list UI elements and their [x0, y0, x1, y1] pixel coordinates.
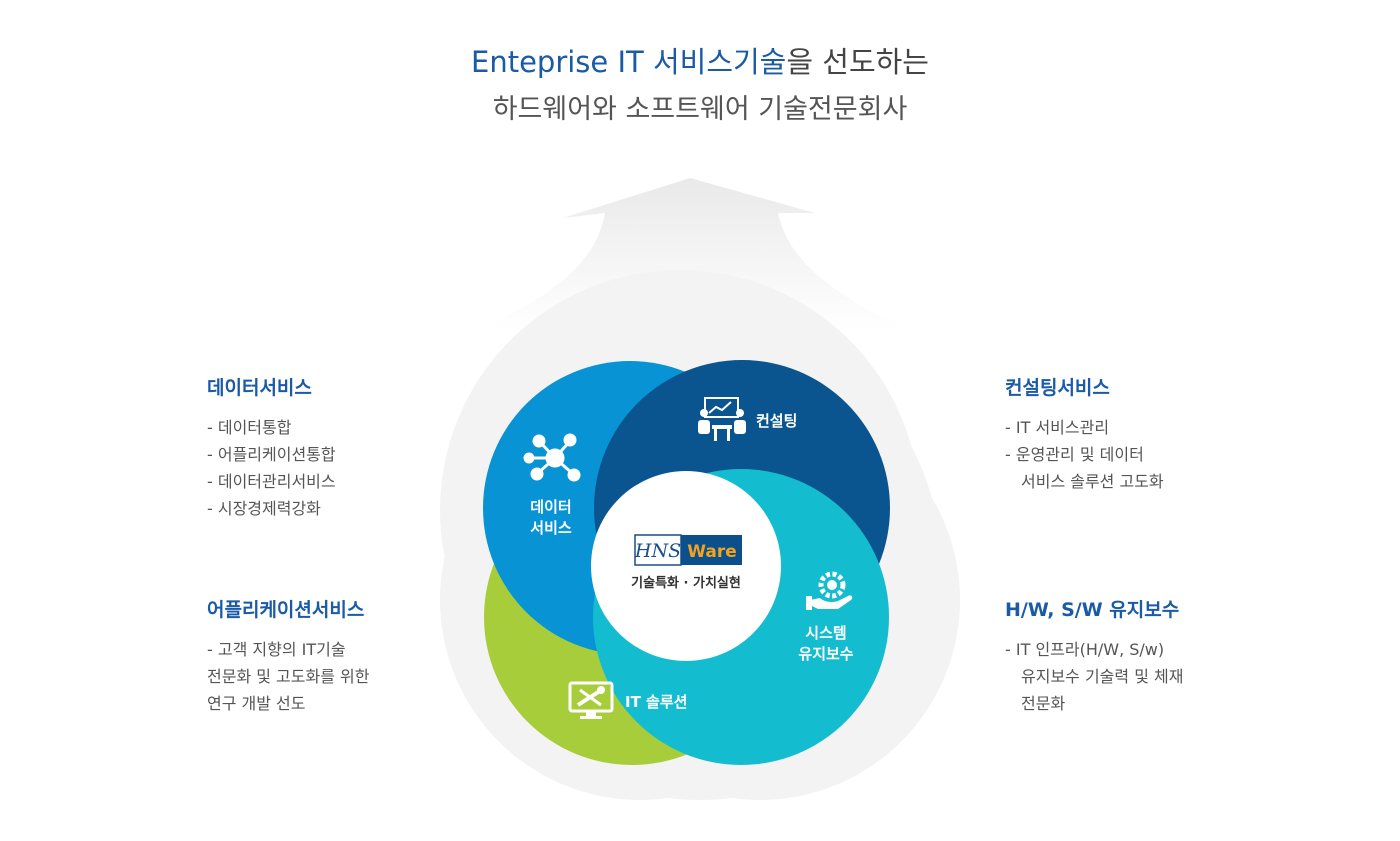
circle-label-data-service: 데이터 서비스 — [522, 497, 580, 539]
section-consulting-service: 컨설팅서비스 - IT 서비스관리 - 운영관리 및 데이터 서비스 솔루션 고… — [1005, 373, 1164, 495]
headline-line2: 하드웨어와 소프트웨어 기술전문회사 — [492, 94, 908, 125]
circle-label-data-line2: 서비스 — [530, 519, 572, 537]
logo-hns-text: HNS — [634, 540, 681, 562]
center-white-circle — [591, 471, 781, 661]
section-hw-sw-maintenance: H/W, S/W 유지보수 - IT 인프라(H/W, S/w) 유지보수 기술… — [1005, 595, 1183, 717]
circle-label-system-line1: 시스템 — [805, 624, 847, 642]
list-item: - 데이터관리서비스 — [207, 472, 336, 491]
circle-label-it-solution: IT 솔루션 — [625, 693, 688, 711]
list-item: - 데이터통합 — [207, 418, 292, 437]
headline-highlight: Enteprise IT 서비스기술 — [471, 45, 787, 79]
list-item: - 고객 지향의 IT기술 — [207, 640, 346, 659]
list-item: - 어플리케이션통합 — [207, 445, 336, 464]
monitor-tools-icon — [568, 681, 614, 719]
list-item: 유지보수 기술력 및 체재 — [1021, 667, 1184, 686]
logo-ware-text: Ware — [687, 542, 737, 562]
headline-rest: 을 선도하는 — [786, 45, 929, 79]
circle-label-consulting: 컨설팅 — [756, 412, 798, 430]
circle-label-data-line1: 데이터 — [530, 498, 572, 516]
presentation-icon — [698, 397, 746, 441]
circle-label-system-line2: 유지보수 — [798, 645, 854, 663]
section-data-service: 데이터서비스 - 데이터통합 - 어플리케이션통합 - 데이터관리서비스 - 시… — [207, 373, 336, 522]
list-item: - IT 서비스관리 — [1005, 418, 1110, 437]
list-item: - IT 인프라(H/W, S/w) — [1005, 640, 1165, 659]
list-item: 전문화 및 고도화를 위한 — [207, 667, 370, 686]
logo-tagline: 기술특화 · 가치실현 — [631, 576, 741, 591]
list-item: 연구 개발 선도 — [207, 694, 306, 713]
gear-hand-icon — [806, 571, 853, 610]
headline-line1: Enteprise IT 서비스기술을 선도하는 — [0, 40, 1400, 84]
list-item: 전문화 — [1021, 694, 1066, 713]
headline: Enteprise IT 서비스기술을 선도하는 하드웨어와 소프트웨어 기술전… — [0, 40, 1400, 132]
section-title-data-service: 데이터서비스 — [207, 377, 312, 399]
list-item: - 운영관리 및 데이터 — [1005, 445, 1144, 464]
network-icon — [523, 433, 581, 482]
list-item: - 시장경제력강화 — [207, 499, 321, 518]
section-application-service: 어플리케이션서비스 - 고객 지향의 IT기술 전문화 및 고도화를 위한 연구… — [207, 595, 369, 717]
circle-label-system-maintenance: 시스템 유지보수 — [790, 623, 862, 665]
section-title-consulting-service: 컨설팅서비스 — [1005, 377, 1110, 399]
section-title-hw-sw-maintenance: H/W, S/W 유지보수 — [1005, 599, 1180, 621]
section-title-application-service: 어플리케이션서비스 — [207, 599, 365, 621]
list-item: 서비스 솔루션 고도화 — [1021, 472, 1164, 491]
hnsware-logo: HNS Ware — [634, 534, 742, 566]
